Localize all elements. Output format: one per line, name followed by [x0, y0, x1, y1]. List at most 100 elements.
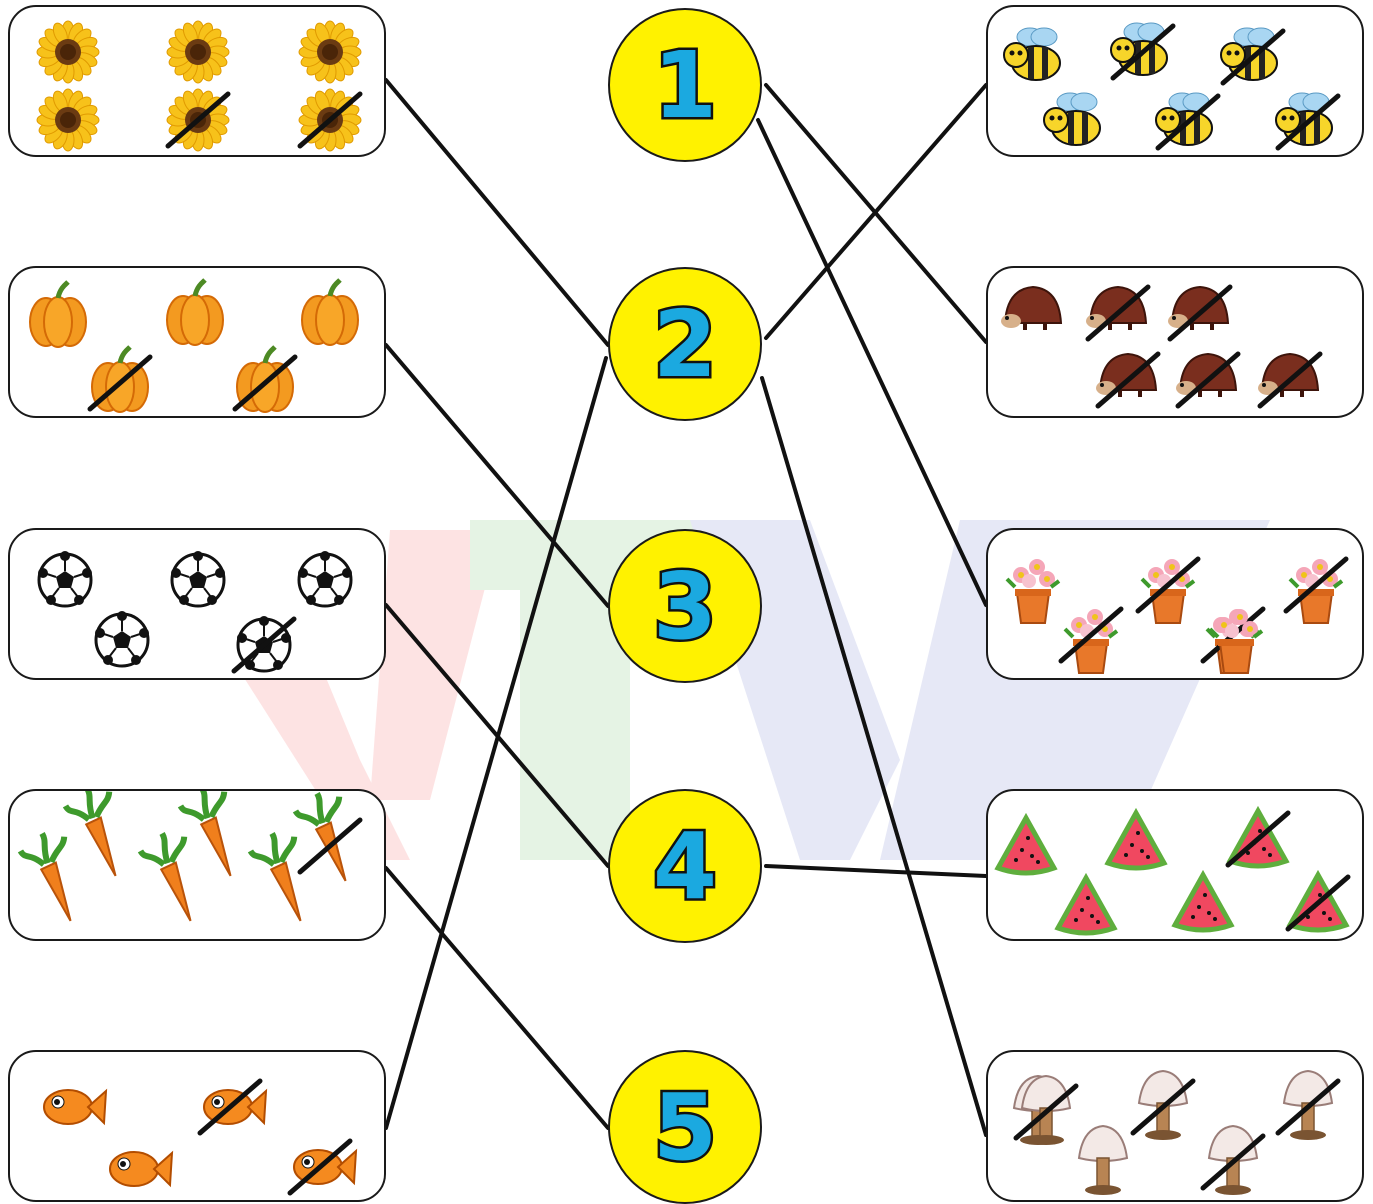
bee-icon — [1220, 27, 1278, 81]
ball-icon — [297, 551, 353, 608]
cross-out-mark — [1135, 556, 1201, 614]
sunflower-icon — [36, 88, 100, 152]
carrot-icons — [17, 791, 363, 922]
carrot-icon — [177, 791, 232, 877]
connection-line-number-4-to-right-4 — [764, 864, 988, 878]
carrot-icon — [62, 791, 117, 877]
mushroom-icon — [1077, 1124, 1129, 1195]
pumpkin-icon — [29, 280, 87, 348]
fish-icon — [109, 1150, 174, 1188]
number-label: 3 — [650, 550, 719, 662]
melon-icon — [1171, 869, 1235, 933]
left-card-pumpkins[interactable] — [8, 266, 386, 418]
cross-out-mark — [1167, 284, 1233, 342]
ball-icon — [37, 551, 93, 608]
left-card-sunflowers[interactable] — [8, 5, 386, 157]
pumpkin-icon — [301, 278, 359, 346]
melon-icon — [1104, 807, 1168, 871]
fish-icon — [43, 1088, 108, 1126]
cross-out-mark — [297, 817, 363, 875]
left-card-carrots[interactable] — [8, 789, 386, 941]
ball-icon — [170, 551, 226, 608]
ball-icon — [94, 611, 150, 668]
cross-out-mark — [197, 1078, 263, 1136]
pumpkin-icons — [29, 278, 359, 413]
cross-out-mark — [1130, 1078, 1196, 1136]
cross-out-mark — [1058, 606, 1124, 664]
connection-line-left-2-to-number-3 — [384, 343, 610, 608]
sunflower-icon — [36, 20, 100, 84]
melon-icon — [1054, 872, 1118, 936]
flowerpot-icon — [1208, 609, 1264, 674]
cross-out-mark — [1200, 1133, 1266, 1191]
number-circle-4[interactable]: 4 — [608, 789, 762, 943]
hedgehog-icons — [1001, 284, 1323, 409]
bee-icon — [1275, 92, 1333, 146]
cross-out-mark — [1095, 351, 1161, 409]
flower-pot-icons — [1005, 556, 1349, 674]
flowerpot-icon — [1288, 559, 1344, 624]
bee-icon — [1155, 92, 1213, 146]
cross-out-mark — [165, 91, 231, 149]
cross-out-mark — [1285, 874, 1351, 932]
cross-out-mark — [1275, 93, 1341, 151]
watermelon-icons — [994, 805, 1351, 936]
number-circle-2[interactable]: 2 — [608, 267, 762, 421]
cross-out-mark — [232, 354, 298, 412]
cross-out-mark — [1110, 23, 1176, 81]
number-label: 5 — [650, 1071, 719, 1183]
connection-line-number-1-to-right-3 — [756, 118, 988, 607]
hedgehog-icon — [1001, 285, 1063, 330]
right-card-mushrooms[interactable] — [986, 1050, 1364, 1202]
hedgehog-icon — [1168, 285, 1230, 330]
number-label: 2 — [650, 288, 719, 400]
left-card-goldfish[interactable] — [8, 1050, 386, 1202]
right-card-watermelons[interactable] — [986, 789, 1364, 941]
left-card-soccer-balls[interactable] — [8, 528, 386, 680]
number-circle-1[interactable]: 1 — [608, 8, 762, 162]
number-circle-3[interactable]: 3 — [608, 529, 762, 683]
flowerpot-icon — [1005, 559, 1061, 624]
hedgehog-icon — [1176, 352, 1238, 397]
carrot-icon — [247, 831, 302, 922]
pumpkin-icon — [166, 278, 224, 346]
carrot-icon — [292, 791, 347, 882]
goldfish-icons — [43, 1078, 358, 1196]
bee-icons — [1003, 22, 1341, 151]
connection-line-left-4-to-number-5 — [384, 866, 610, 1130]
carrot-icon — [137, 831, 192, 922]
soccer-ball-icons — [37, 551, 353, 674]
cross-out-mark — [1013, 1083, 1079, 1141]
cross-out-mark — [1275, 1078, 1341, 1136]
bee-icon — [1003, 27, 1061, 81]
connection-line-number-2-to-right-5 — [760, 376, 988, 1137]
mushroom-icons — [1012, 1069, 1341, 1195]
cross-out-mark — [1220, 28, 1286, 86]
cross-out-mark — [1225, 810, 1291, 868]
sunflower-icon — [298, 20, 362, 84]
number-circle-5[interactable]: 5 — [608, 1050, 762, 1204]
right-card-bees[interactable] — [986, 5, 1364, 157]
connection-line-number-2-to-right-1 — [764, 83, 988, 340]
cross-out-mark — [287, 1138, 353, 1196]
cross-out-mark — [231, 616, 297, 674]
bee-icon — [1043, 92, 1101, 146]
cross-out-mark — [297, 91, 363, 149]
carrot-icon — [17, 831, 72, 922]
right-card-hedgehogs[interactable] — [986, 266, 1364, 418]
melon-icon — [994, 812, 1058, 876]
cross-out-mark — [1257, 351, 1323, 409]
connection-line-left-5-to-number-2 — [384, 356, 608, 1130]
right-card-flower-pots[interactable] — [986, 528, 1364, 680]
cross-out-mark — [1175, 351, 1241, 409]
number-label: 4 — [650, 810, 719, 922]
flowerpot-icon — [1063, 609, 1119, 674]
bee-icon — [1110, 22, 1168, 76]
connection-line-left-1-to-number-2 — [384, 78, 610, 347]
cross-out-mark — [87, 354, 153, 412]
flowerpot-icon — [1140, 559, 1196, 624]
sunflower-icons — [36, 20, 363, 152]
cross-out-mark — [1283, 556, 1349, 614]
